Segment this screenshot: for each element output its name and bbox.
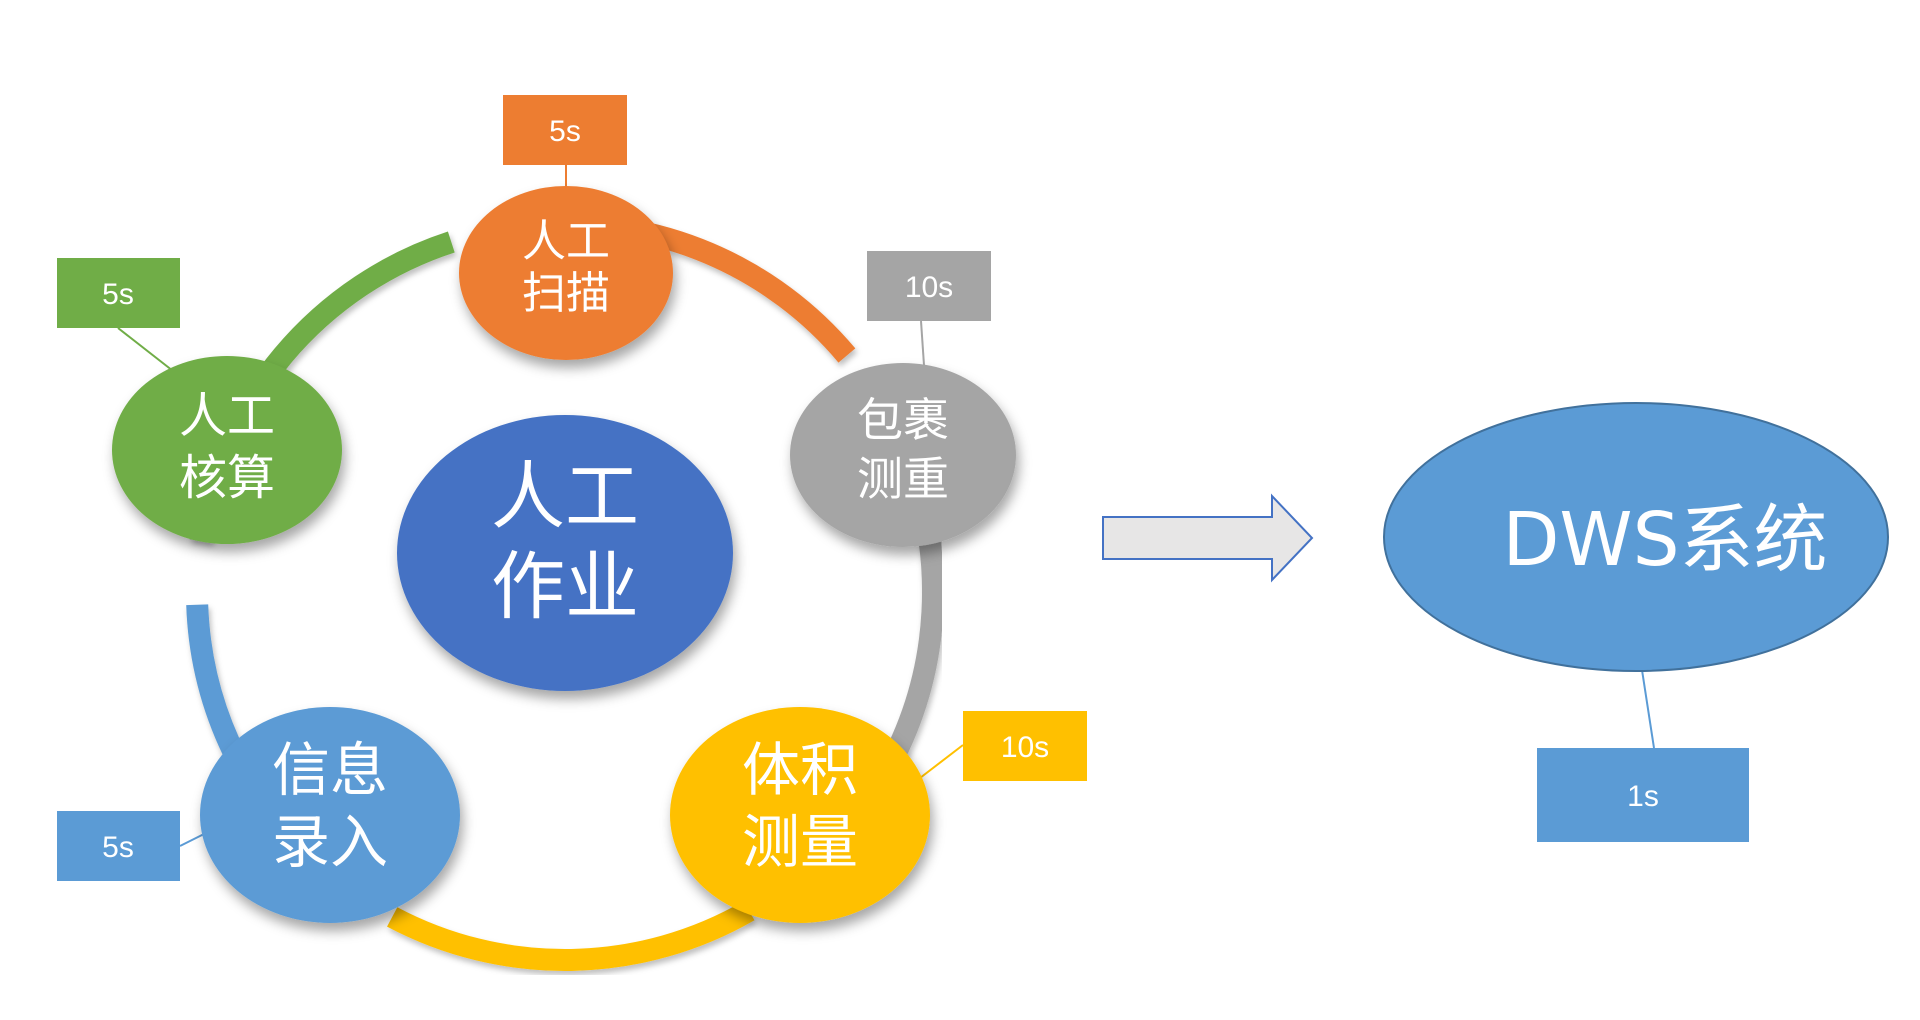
step-node-weigh-line2: 测重 [857,452,949,506]
time-tags: 5s 10s 10s 5s 5s [57,95,1087,881]
step-node-weigh-circle [790,363,1016,547]
time-tag-entry-label: 5s [102,831,134,864]
time-tag-target-label: 1s [1627,780,1659,813]
right-arrow-icon [1102,493,1314,583]
time-tag-volume-label: 10s [1001,731,1049,764]
time-tag-weigh-label: 10s [905,271,953,304]
step-node-calc: 人工 核算 [112,356,342,544]
target-ellipse [1383,402,1889,672]
step-node-entry-line1: 信息 [272,736,388,804]
step-node-volume-line1: 体积 [742,736,858,804]
target-label: DWS系统 [1502,497,1827,583]
step-node-volume-circle [670,707,930,923]
step-node-scan: 人工 扫描 [459,186,673,360]
time-tag-scan-label: 5s [549,115,581,148]
leader-line-target [1641,669,1655,749]
step-node-entry-line2: 录入 [272,808,388,876]
step-node-volume: 体积 测量 [670,707,930,923]
center-ellipse [397,415,733,691]
step-node-weigh: 包裹 测重 [790,363,1016,547]
time-tag-entry [57,811,180,881]
step-node-entry: 信息 录入 [200,707,460,923]
step-node-entry-circle [200,707,460,923]
target-node: DWS系统 1s [1383,402,1889,842]
leader-line-volume [919,744,964,779]
time-tag-volume [963,711,1087,781]
center-node: 人工 作业 [397,415,733,691]
time-tag-calc-label: 5s [102,278,134,311]
time-tag-scan [503,95,627,165]
step-node-volume-line2: 测量 [742,808,858,876]
step-node-calc-circle [112,356,342,544]
time-tag-weigh [867,251,991,321]
center-label-line1: 人工 [491,454,639,540]
step-node-scan-line1: 人工 [522,216,610,267]
time-tag-target [1537,748,1749,842]
ring-arc-volume [387,901,755,971]
step-node-scan-circle [459,186,673,360]
step-node-scan-line2: 扫描 [522,268,610,319]
step-node-calc-line1: 人工 [179,388,275,444]
center-label-line2: 作业 [491,544,639,630]
time-tag-calc [57,258,180,328]
step-node-weigh-line1: 包裹 [857,393,949,447]
step-node-calc-line2: 核算 [179,450,275,506]
